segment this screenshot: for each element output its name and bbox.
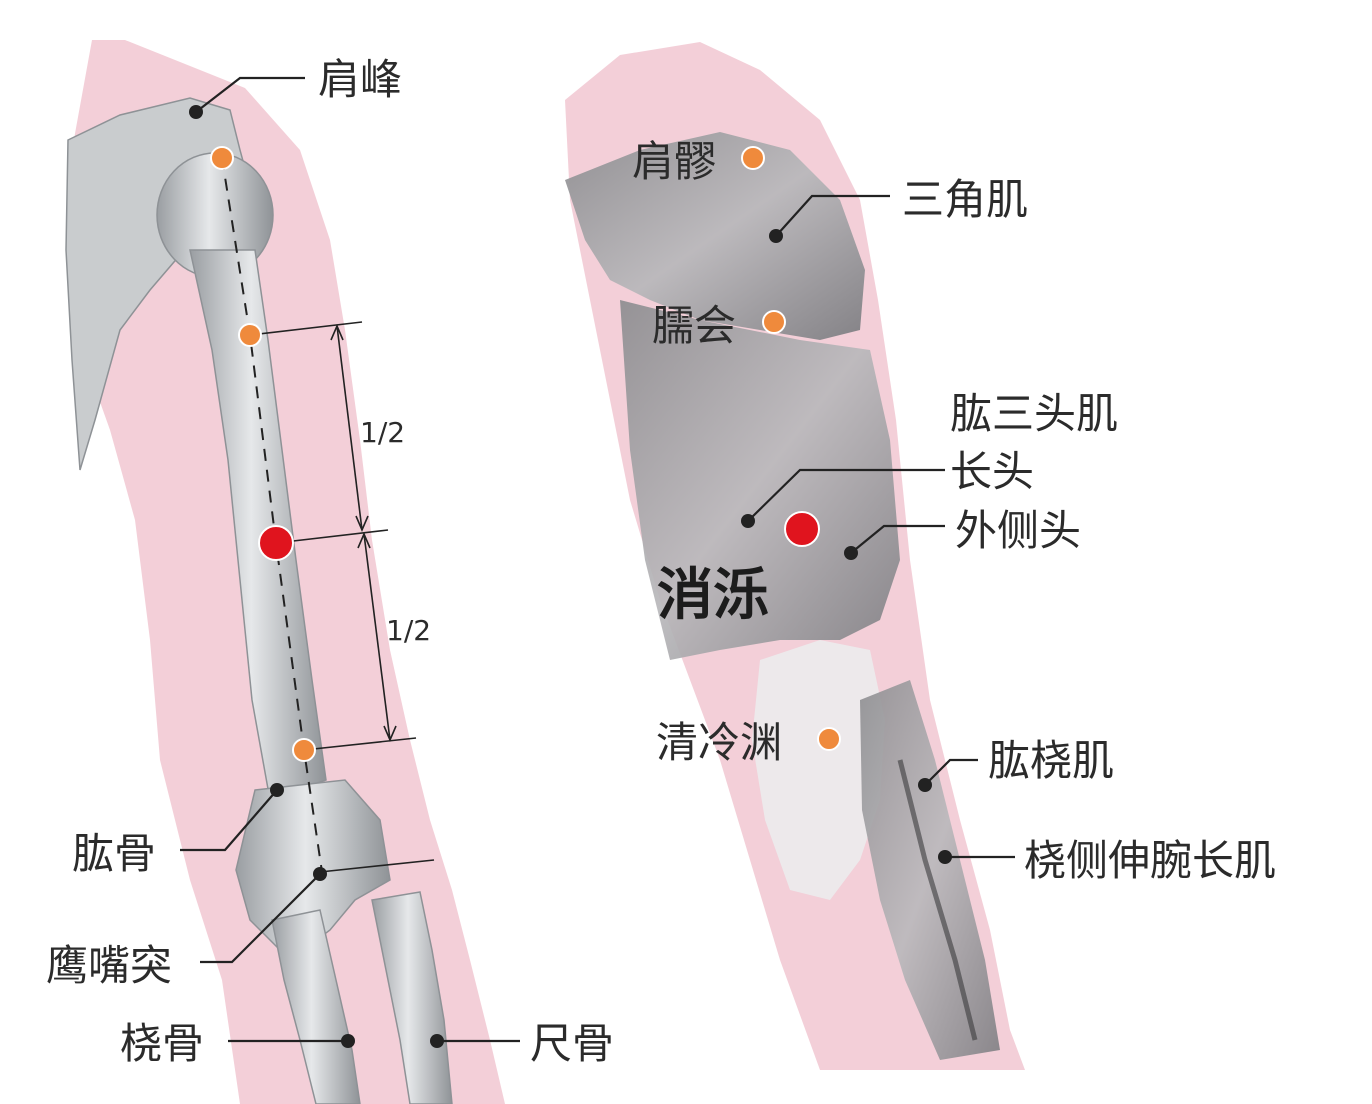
label-acromion: 肩峰 xyxy=(318,55,402,104)
acupoint-naohui-left xyxy=(238,323,262,347)
label-radius: 桡骨 xyxy=(120,1019,204,1068)
right-annotations: 肩髎 三角肌 臑会 肱三头肌 长头 外侧头 消泺 清冷渊 肱桡肌 桡侧伸腕长肌 xyxy=(632,137,1276,885)
label-triceps: 肱三头肌 xyxy=(950,389,1118,438)
label-ecrl: 桡侧伸腕长肌 xyxy=(1024,836,1276,885)
acupoint-xiaoluo xyxy=(784,511,820,547)
deltoid-muscle xyxy=(565,132,865,340)
label-deltoid: 三角肌 xyxy=(902,175,1028,224)
label-jianliao: 肩髎 xyxy=(632,137,716,186)
left-annotations: 肩峰 肱骨 鹰嘴突 桡骨 尺骨 xyxy=(46,55,614,1068)
olecranon-marker xyxy=(313,867,327,881)
label-ulna: 尺骨 xyxy=(530,1019,614,1068)
acupoint-qinglengyuan-left xyxy=(292,738,316,762)
measure-upper-label: 1/2 xyxy=(360,416,405,449)
ecrl-marker xyxy=(938,850,952,864)
ulna-bone xyxy=(371,891,453,1104)
measure-lower-label: 1/2 xyxy=(386,614,431,647)
deltoid-marker xyxy=(769,229,783,243)
label-triceps-long-head: 长头 xyxy=(950,447,1034,496)
triceps-muscle xyxy=(620,300,900,660)
triceps-long-head-marker xyxy=(741,514,755,528)
radius-bone xyxy=(271,909,361,1104)
lateral-head-marker xyxy=(844,546,858,560)
label-naohui: 臑会 xyxy=(652,301,736,350)
elbow-joint xyxy=(235,779,391,961)
label-olecranon: 鹰嘴突 xyxy=(46,941,172,990)
measurement-marks xyxy=(249,321,435,873)
acromion-marker xyxy=(189,105,203,119)
brachioradialis-marker xyxy=(918,778,932,792)
radius-marker xyxy=(341,1034,355,1048)
label-lateral-head: 外侧头 xyxy=(955,506,1081,555)
acupoint-jianliao-left xyxy=(210,146,234,170)
label-brachioradialis: 肱桡肌 xyxy=(988,736,1114,785)
humerus-marker xyxy=(270,783,284,797)
acupoint-jianliao xyxy=(741,146,765,170)
label-main-point-xiaoluo: 消泺 xyxy=(657,563,769,628)
acupoint-xiaoluo-left xyxy=(258,525,294,561)
triceps-tendon xyxy=(752,640,885,900)
label-humerus: 肱骨 xyxy=(72,829,156,878)
acupoint-naohui xyxy=(762,310,786,334)
right-arm-muscles xyxy=(565,42,1025,1070)
ulna-marker xyxy=(430,1034,444,1048)
label-qinglengyuan: 清冷渊 xyxy=(656,718,782,767)
forearm-groove xyxy=(897,759,978,1041)
acupoint-qinglengyuan xyxy=(817,727,841,751)
